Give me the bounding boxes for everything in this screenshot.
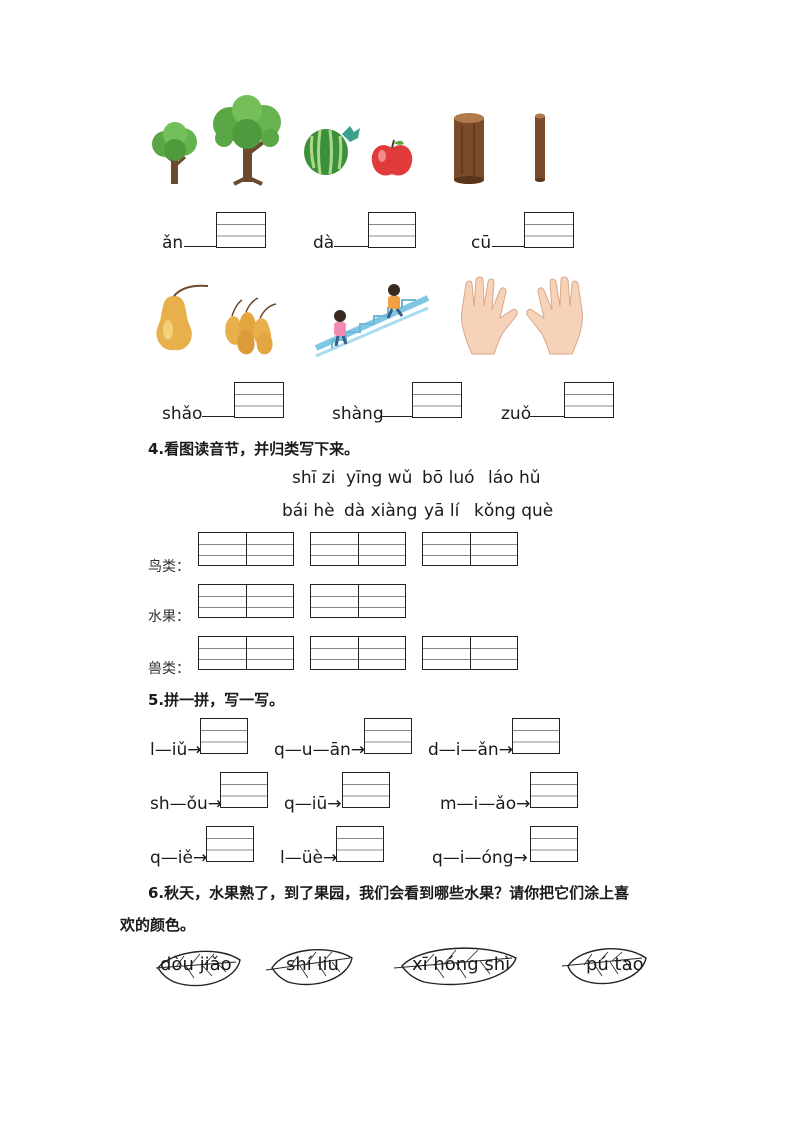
writing-box-pair[interactable] bbox=[422, 532, 518, 566]
writing-box[interactable] bbox=[342, 772, 390, 808]
leaf-icon[interactable] bbox=[155, 946, 242, 990]
leaf-label: dòu jiǎo bbox=[160, 954, 232, 975]
apple-icon bbox=[371, 139, 413, 176]
thin-wood-icon bbox=[535, 113, 545, 182]
pinyin-label-da: dà bbox=[313, 233, 335, 253]
connector-line bbox=[492, 246, 524, 247]
writing-box[interactable] bbox=[234, 382, 284, 418]
syllable: bō luó bbox=[422, 468, 475, 488]
writing-box-pair[interactable] bbox=[310, 636, 406, 670]
pinyin-label-shang: shàng bbox=[332, 404, 384, 424]
stairs-children-icon bbox=[314, 284, 430, 358]
syllable: yā lí bbox=[424, 501, 460, 521]
writing-box[interactable] bbox=[220, 772, 268, 808]
syllable: láo hǔ bbox=[488, 468, 541, 488]
question-4-title: 4.看图读音节，并归类写下来。 bbox=[148, 440, 360, 458]
right-hand-icon bbox=[526, 276, 583, 355]
writing-box[interactable] bbox=[368, 212, 416, 248]
spelling-item: q—u—ān→ bbox=[274, 740, 366, 760]
writing-box[interactable] bbox=[530, 772, 578, 808]
category-beasts-label: 兽类： bbox=[148, 661, 190, 677]
writing-box-pair[interactable] bbox=[198, 532, 294, 566]
one-pear-icon bbox=[156, 284, 209, 351]
syllable: yīng wǔ bbox=[346, 468, 413, 488]
syllable: shī zi bbox=[292, 468, 336, 488]
writing-box[interactable] bbox=[200, 718, 248, 754]
writing-box[interactable] bbox=[216, 212, 266, 248]
spelling-item: q—iě→ bbox=[150, 848, 208, 868]
question-6-title-line2: 欢的颜色。 bbox=[120, 916, 196, 934]
leaf-icon[interactable] bbox=[561, 944, 648, 988]
leaf-label: xī hóng shì bbox=[412, 954, 511, 975]
question-5-title: 5.拼一拼，写一写。 bbox=[148, 691, 285, 709]
category-fruits-label: 水果： bbox=[148, 609, 190, 625]
spelling-item: q—i—óng→ bbox=[432, 848, 528, 868]
writing-box[interactable] bbox=[206, 826, 254, 862]
connector-line bbox=[380, 416, 412, 417]
thick-wood-icon bbox=[454, 113, 484, 184]
writing-box[interactable] bbox=[364, 718, 412, 754]
spelling-item: q—iū→ bbox=[284, 794, 342, 814]
writing-box[interactable] bbox=[530, 826, 578, 862]
connector-line bbox=[530, 416, 564, 417]
connector-line bbox=[334, 246, 368, 247]
question-6-title-line1: 6.秋天，水果熟了，到了果园，我们会看到哪些水果？请你把它们涂上喜 bbox=[148, 884, 630, 902]
connector-line bbox=[202, 416, 234, 417]
syllable: kǒng què bbox=[474, 501, 554, 521]
writing-box[interactable] bbox=[524, 212, 574, 248]
writing-box[interactable] bbox=[564, 382, 614, 418]
category-birds-label: 鸟类： bbox=[148, 559, 190, 575]
spelling-item: l—iǔ→ bbox=[150, 740, 202, 760]
leaf-label: shí liu bbox=[286, 954, 339, 975]
leaf-icon[interactable] bbox=[265, 944, 356, 988]
spelling-item: d—i—ǎn→ bbox=[428, 740, 513, 760]
pinyin-label-an: ǎn bbox=[162, 233, 184, 253]
syllable: dà xiàng bbox=[344, 501, 418, 521]
writing-box-pair[interactable] bbox=[198, 636, 294, 670]
writing-box-pair[interactable] bbox=[310, 532, 406, 566]
leaf-icon[interactable] bbox=[393, 944, 518, 988]
pinyin-label-zuo: zuǒ bbox=[501, 404, 532, 424]
spelling-item: m—i—ǎo→ bbox=[440, 794, 531, 814]
many-pears-icon bbox=[225, 297, 277, 355]
connector-line bbox=[184, 246, 216, 247]
writing-box[interactable] bbox=[512, 718, 560, 754]
left-hand-icon bbox=[461, 276, 518, 355]
pinyin-label-shao: shǎo bbox=[162, 404, 203, 424]
big-tree-icon bbox=[213, 95, 281, 186]
writing-box[interactable] bbox=[412, 382, 462, 418]
small-tree-icon bbox=[152, 122, 197, 184]
pinyin-label-cu: cū bbox=[471, 233, 492, 253]
writing-box-pair[interactable] bbox=[422, 636, 518, 670]
leaf-label: pú tao bbox=[586, 954, 644, 975]
watermelon-icon bbox=[304, 126, 360, 175]
writing-box-pair[interactable] bbox=[310, 584, 406, 618]
spelling-item: sh—ǒu→ bbox=[150, 794, 223, 814]
writing-box[interactable] bbox=[336, 826, 384, 862]
writing-box-pair[interactable] bbox=[198, 584, 294, 618]
spelling-item: l—üè→ bbox=[280, 848, 338, 868]
syllable: bái hè bbox=[282, 501, 335, 521]
